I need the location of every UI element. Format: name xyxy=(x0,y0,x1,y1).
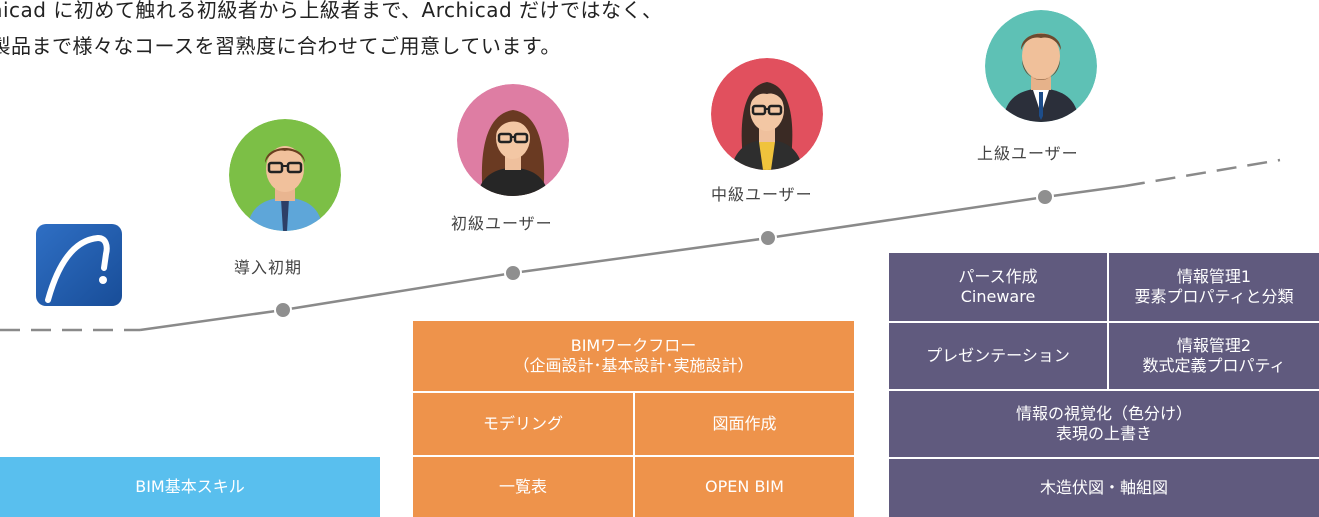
course-schedule-label: 一覧表 xyxy=(498,477,547,496)
intro-stage-label: 導入初期 xyxy=(234,258,303,277)
course-info2-subtitle: 数式定義プロパティ xyxy=(1142,356,1286,375)
archicad-logo-icon xyxy=(36,224,122,306)
intro-line-1: rchicad に初めて触れる初級者から上級者まで、Archicad だけではな… xyxy=(0,0,663,22)
course-bim-workflow-subtitle: （企画設計･基本設計･実施設計） xyxy=(513,356,754,375)
advanced-label: 上級ユーザー xyxy=(977,144,1079,163)
course-bim-workflow-title: BIMワークフロー xyxy=(570,336,697,355)
course-info-management-2[interactable]: 情報管理2 数式定義プロパティ xyxy=(1109,323,1319,389)
course-perspective-subtitle: Cineware xyxy=(960,287,1036,306)
course-wooden-framing[interactable]: 木造伏図・軸組図 xyxy=(889,459,1319,517)
course-open-bim-label: OPEN BIM xyxy=(705,477,784,496)
advanced-avatar xyxy=(985,10,1097,122)
intro-text: rchicad に初めて触れる初級者から上級者まで、Archicad だけではな… xyxy=(0,0,663,64)
course-presentation-label: プレゼンテーション xyxy=(926,346,1070,365)
course-drawing[interactable]: 図面作成 xyxy=(635,393,854,455)
course-schedule[interactable]: 一覧表 xyxy=(413,457,633,517)
course-presentation[interactable]: プレゼンテーション xyxy=(889,323,1107,389)
course-visualization-title: 情報の視覚化（色分け） xyxy=(1015,404,1192,423)
course-bim-basic-skills[interactable]: BIM基本スキル xyxy=(0,457,380,517)
course-info-visualization[interactable]: 情報の視覚化（色分け） 表現の上書き xyxy=(889,391,1319,457)
intro-line-2: 連製品まで様々なコースを習熟度に合わせてご用意しています。 xyxy=(0,34,561,58)
intermediate-label: 中級ユーザー xyxy=(711,185,813,204)
course-modeling[interactable]: モデリング xyxy=(413,393,633,455)
beginner-label: 初級ユーザー xyxy=(451,214,553,233)
course-modeling-label: モデリング xyxy=(482,414,563,433)
beginner-avatar xyxy=(457,84,569,196)
milestone-dot-beginner xyxy=(504,264,522,282)
intermediate-avatar xyxy=(711,58,823,170)
intro-stage-avatar xyxy=(229,119,341,231)
course-open-bim[interactable]: OPEN BIM xyxy=(635,457,854,517)
course-bim-basic-skills-label: BIM基本スキル xyxy=(135,477,245,496)
milestone-dot-intro xyxy=(274,301,292,319)
course-info2-title: 情報管理2 xyxy=(1176,336,1252,355)
course-visualization-subtitle: 表現の上書き xyxy=(1055,424,1152,443)
milestone-dot-intermediate xyxy=(759,229,777,247)
course-drawing-label: 図面作成 xyxy=(712,414,777,433)
course-perspective-title: パース作成 xyxy=(958,267,1038,286)
milestone-dot-advanced xyxy=(1036,188,1054,206)
course-info1-subtitle: 要素プロパティと分類 xyxy=(1134,287,1294,306)
course-info1-title: 情報管理1 xyxy=(1176,267,1252,286)
course-info-management-1[interactable]: 情報管理1 要素プロパティと分類 xyxy=(1109,253,1319,321)
course-perspective-cineware[interactable]: パース作成 Cineware xyxy=(889,253,1107,321)
course-bim-workflow[interactable]: BIMワークフロー （企画設計･基本設計･実施設計） xyxy=(413,321,854,391)
course-wooden-framing-label: 木造伏図・軸組図 xyxy=(1039,478,1168,497)
